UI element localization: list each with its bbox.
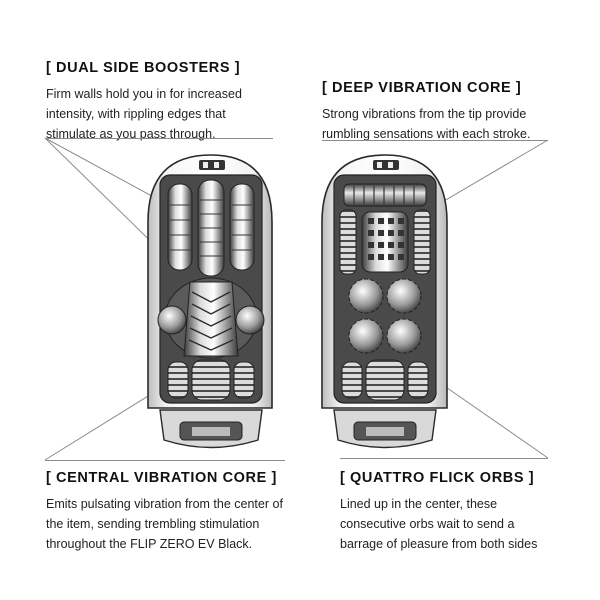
divider-line — [45, 138, 273, 139]
divider-line — [340, 458, 548, 459]
feature-dual-side-boosters: [ DUAL SIDE BOOSTERS ] Firm walls hold y… — [46, 60, 286, 144]
feature-line: throughout the FLIP ZERO EV Black. — [46, 537, 253, 551]
feature-line: Emits pulsating vibration from the cente… — [46, 497, 283, 511]
feature-line: Firm walls hold you in for increased — [46, 87, 242, 101]
feature-heading: [ DUAL SIDE BOOSTERS ] — [46, 60, 241, 76]
flick-orbs — [348, 278, 422, 354]
feature-description: Strong vibrations from the tip provide r… — [322, 104, 562, 144]
feature-line: barrage of pleasure from both sides — [340, 537, 538, 551]
feature-description: Emits pulsating vibration from the cente… — [46, 494, 316, 554]
divider-line — [322, 140, 548, 141]
feature-description: Firm walls hold you in for increased int… — [46, 84, 286, 144]
feature-line: Lined up in the center, these — [340, 497, 498, 511]
feature-heading: [ QUATTRO FLICK ORBS ] — [340, 470, 535, 486]
feature-line: the item, sending trembling stimulation — [46, 517, 260, 531]
feature-line: consecutive orbs wait to send a — [340, 517, 515, 531]
divider-line — [45, 460, 285, 461]
feature-heading: [ CENTRAL VIBRATION CORE ] — [46, 470, 277, 486]
right-sleeve-cutaway — [321, 154, 448, 449]
feature-quattro-flick-orbs: [ QUATTRO FLICK ORBS ] Lined up in the c… — [340, 470, 580, 554]
feature-line: Strong vibrations from the tip provide — [322, 107, 527, 121]
callout-lines — [44, 137, 549, 461]
callout-line-quattro-flick-orbs — [439, 382, 549, 459]
feature-description: Lined up in the center, these consecutiv… — [340, 494, 580, 554]
left-sleeve-cutaway — [147, 154, 273, 449]
feature-deep-vibration-core: [ DEEP VIBRATION CORE ] Strong vibration… — [322, 80, 562, 144]
feature-line: rumbling sensations with each stroke. — [322, 127, 531, 141]
feature-line: intensity, with rippling edges that — [46, 107, 226, 121]
feature-line: stimulate as you pass through. — [46, 127, 216, 141]
feature-central-vibration-core: [ CENTRAL VIBRATION CORE ] Emits pulsati… — [46, 470, 316, 554]
feature-heading: [ DEEP VIBRATION CORE ] — [322, 80, 522, 96]
